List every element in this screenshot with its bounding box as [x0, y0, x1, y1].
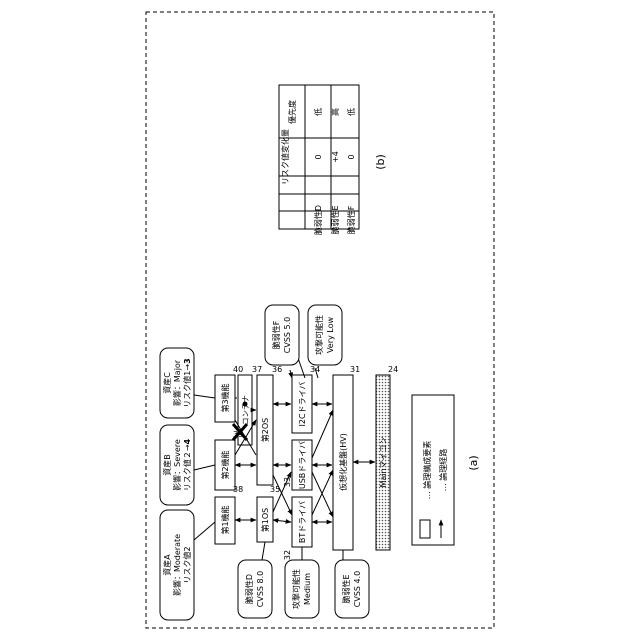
svg-text:影響：Severe: 影響：Severe	[172, 439, 182, 491]
table-cell-f-change: 0	[347, 154, 356, 159]
svg-text:資産A: 資産A	[162, 554, 172, 576]
svg-text:資産C: 資産C	[162, 372, 172, 394]
ref-32: 32	[283, 550, 292, 560]
func2-box: 第2機能	[215, 440, 235, 490]
legend-path-label: … 論理経路	[438, 449, 448, 492]
func1-box: 第1機能	[215, 497, 235, 544]
attack-verylow-callout: 攻撃可能性 Very Low	[308, 305, 342, 365]
svg-text:CVSS 8.0: CVSS 8.0	[256, 571, 265, 607]
svg-text:第1機能: 第1機能	[220, 505, 230, 534]
svg-text:コンテナ: コンテナ	[241, 395, 250, 425]
table-cell-d-change: 0	[314, 154, 323, 159]
legend-element-label: … 論理構成要素	[422, 441, 432, 500]
svg-text:攻撃可能性: 攻撃可能性	[314, 315, 324, 355]
ref-40: 40	[233, 365, 243, 374]
vuln-d-callout: 脆弱性D CVSS 8.0	[238, 542, 272, 618]
vuln-e-callout: 脆弱性E CVSS 4.0	[335, 550, 369, 618]
svg-text:Very Low: Very Low	[326, 316, 335, 353]
svg-text:第3機能: 第3機能	[220, 383, 230, 412]
svg-text:BTドライバ: BTドライバ	[298, 501, 307, 543]
ref-37: 37	[252, 365, 262, 374]
table-cell-d-priority: 低	[313, 108, 323, 116]
table-row-vuln-e: 脆弱性E	[330, 205, 340, 234]
table-cell-e-priority: 高	[330, 108, 340, 116]
svg-text:CVSS 4.0: CVSS 4.0	[353, 571, 362, 607]
asset-a-callout: 資産A 影響：Moderate リスク値2	[160, 510, 215, 620]
svg-text:リスク値2: リスク値2	[182, 546, 192, 583]
svg-text:影響：Major: 影響：Major	[172, 359, 182, 406]
panel-a: (a) 第1機能 第2機能 第3機能 コンテナ 第1OS 第2OS	[160, 305, 480, 620]
func3-box: 第3機能	[215, 375, 235, 422]
svg-text:Medium: Medium	[303, 573, 312, 605]
table-header-risk-change: リスク値変化量	[280, 129, 290, 185]
legend-element-swatch	[420, 520, 430, 538]
panel-b: (b) リスク値変化量 優先度 脆弱性D 0 低 脆弱性E +4 高	[279, 85, 387, 235]
ref-38: 38	[233, 485, 243, 494]
os2-box: 第2OS	[257, 375, 273, 485]
svg-text:資産B: 資産B	[162, 454, 172, 476]
hypervisor-box: 仮想化基盤(HV)	[333, 375, 353, 550]
bt-driver-box: BTドライバ	[292, 497, 312, 547]
table-cell-f-priority: 低	[346, 108, 356, 116]
vuln-f-callout: 脆弱性F CVSS 5.0	[265, 305, 299, 365]
svg-text:第1OS: 第1OS	[260, 508, 270, 532]
svg-text:第2機能: 第2機能	[220, 450, 230, 479]
svg-text:脆弱性E: 脆弱性E	[341, 574, 351, 603]
os1-box: 第1OS	[257, 497, 273, 542]
svg-text:リスク値２→4: リスク値２→4	[182, 438, 192, 491]
table-row-vuln-f: 脆弱性F	[346, 205, 356, 234]
svg-text:影響：Moderate: 影響：Moderate	[172, 534, 182, 596]
usb-driver-box: USBドライバ	[292, 440, 312, 490]
svg-text:USBドライバ: USBドライバ	[298, 441, 307, 489]
panel-b-caption: (b)	[374, 154, 387, 170]
svg-text:仮想化基盤(HV): 仮想化基盤(HV)	[338, 433, 348, 491]
svg-text:脆弱性D: 脆弱性D	[244, 574, 254, 604]
asset-b-callout: 資産B 影響：Severe リスク値２→4	[160, 425, 215, 505]
ref-24: 24	[388, 365, 398, 374]
table-header-priority: 優先度	[287, 100, 297, 124]
main-mcu-box: Mainマイコン	[376, 375, 390, 550]
svg-text:攻撃可能性: 攻撃可能性	[291, 569, 301, 609]
table-cell-e-change: +4	[331, 151, 340, 163]
asset-c-callout: 資産C 影響：Major リスク値1→3	[160, 348, 215, 418]
ref-31: 31	[350, 365, 360, 374]
svg-text:第2OS: 第2OS	[260, 418, 270, 442]
i2c-driver-box: I2Cドライバ	[292, 375, 312, 433]
legend: … 論理構成要素 … 論理経路	[412, 395, 454, 545]
svg-text:CVSS 5.0: CVSS 5.0	[283, 317, 292, 353]
svg-text:脆弱性F: 脆弱性F	[271, 320, 281, 349]
svg-text:I2Cドライバ: I2Cドライバ	[298, 382, 307, 427]
panel-a-caption: (a)	[467, 455, 480, 470]
svg-text:リスク値1→3: リスク値1→3	[182, 358, 192, 407]
table-row-vuln-d: 脆弱性D	[313, 205, 323, 235]
svg-text:Mainマイコン: Mainマイコン	[379, 436, 388, 487]
risk-table: リスク値変化量 優先度 脆弱性D 0 低 脆弱性E +4 高 脆弱性F 0 低	[279, 85, 359, 235]
ref-36: 36	[272, 365, 282, 374]
